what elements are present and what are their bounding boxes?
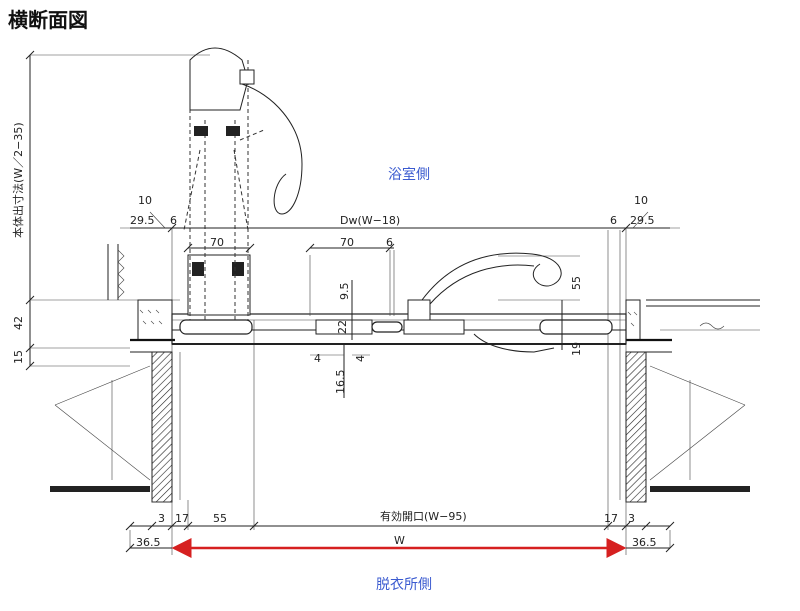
left-vertical-dims (25, 50, 35, 371)
dim-29-5-left: 29.5 (130, 214, 155, 227)
dim-9-5: 9.5 (338, 283, 351, 301)
dim-6-left: 6 (170, 214, 177, 227)
bathroom-side-label: 浴室側 (388, 167, 430, 183)
bottom-dims (125, 521, 675, 553)
dim-22: 22 (336, 320, 349, 334)
dim-36-5-left: 36.5 (136, 536, 161, 549)
dim-w: W (394, 534, 405, 547)
dim-55-bottom: 55 (213, 512, 227, 525)
inner-dims (310, 280, 563, 398)
dim-15: 15 (12, 350, 25, 364)
page-title: 横断面図 (8, 8, 88, 32)
door-panel-dashed (183, 47, 303, 320)
dim-16-5: 16.5 (334, 370, 347, 395)
top-dims (130, 211, 670, 253)
dressing-side-label: 脱衣所側 (376, 577, 432, 593)
dim-dw: Dw(W−18) (340, 214, 400, 227)
dim-left-vertical: 本体出寸法(W／2−35) (11, 122, 25, 238)
dim-29-5-right: 29.5 (630, 214, 655, 227)
dim-55-right: 55 (570, 276, 583, 290)
dim-4-a: 4 (314, 352, 321, 365)
dim-6-right: 6 (610, 214, 617, 227)
dim-17-right: 17 (604, 512, 618, 525)
walls (50, 230, 760, 503)
dim-17-left: 17 (175, 512, 189, 525)
dim-42: 42 (12, 316, 25, 330)
dim-36-5-right: 36.5 (632, 536, 657, 549)
dim-10-right: 10 (634, 194, 648, 207)
dim-19: 19 (570, 342, 583, 356)
dim-70-mid: 70 (340, 236, 354, 249)
dim-3-left: 3 (158, 512, 165, 525)
dim-3-right: 3 (628, 512, 635, 525)
dim-4-b: 4 (354, 355, 367, 362)
dim-opening: 有効開口(W−95) (380, 509, 467, 523)
dim-70-left: 70 (210, 236, 224, 249)
handle (407, 252, 580, 353)
reference-lines (30, 54, 680, 555)
dim-6-mid: 6 (386, 236, 393, 249)
dim-10-left: 10 (138, 194, 152, 207)
